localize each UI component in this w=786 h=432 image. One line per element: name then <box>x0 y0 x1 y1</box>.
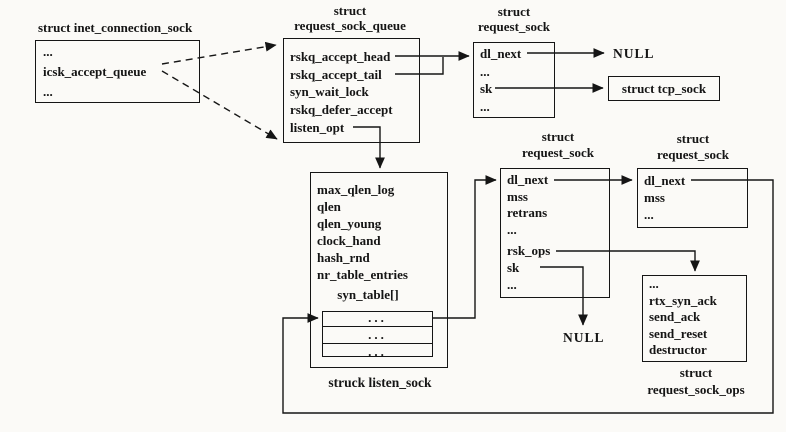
arrow-icsk-to-queue-top <box>161 41 277 65</box>
field-mss: mss <box>507 188 528 204</box>
field-max-qlen-log: max_qlen_log <box>317 182 395 197</box>
arrow-dlnext3-loop-to-syn-table <box>282 179 774 414</box>
title-line: request_sock <box>657 147 729 162</box>
field-rskq-defer-accept: rskq_defer_accept <box>290 102 393 118</box>
null-label-top: NULL <box>613 46 655 61</box>
caption-line: struct <box>679 365 713 380</box>
field-destructor: destructor <box>649 342 707 358</box>
title-line: struct <box>541 129 575 144</box>
request-sock2-box: dl_next mss retrans ... rsk_ops sk ... <box>500 168 610 298</box>
syn-table: ... ... ... <box>322 310 433 360</box>
field-ellipsis: ... <box>507 221 517 237</box>
arrow-listen-opt-to-listen-sock <box>353 126 385 169</box>
field-rsk-ops: rsk_ops <box>507 243 551 259</box>
field-ellipsis: ... <box>649 276 659 291</box>
title-line: request_sock <box>522 145 594 160</box>
field-sk: sk <box>480 81 493 96</box>
field-qlen: qlen <box>317 199 341 214</box>
field-rskq-accept-head: rskq_accept_head <box>290 49 391 64</box>
syn-table-row: ... <box>323 343 432 360</box>
field-dl-next: dl_next <box>507 172 549 187</box>
field-ellipsis: ... <box>43 84 53 99</box>
line-accept-tail-join <box>395 57 444 75</box>
listen-sock-caption: struck listen_sock <box>328 375 432 390</box>
field-dl-next: dl_next <box>480 46 522 61</box>
field-send-reset: send_reset <box>649 325 708 341</box>
request-sock-ops-caption: struct request_sock_ops <box>622 365 770 398</box>
title-line: request_sock <box>478 19 550 34</box>
field-ellipsis: ... <box>43 44 53 59</box>
syn-table-row: ... <box>368 310 387 325</box>
field-clock-hand: clock_hand <box>317 233 381 248</box>
field-ellipsis: ... <box>480 63 490 79</box>
request-sock-queue-title: struct request_sock_queue <box>270 3 430 33</box>
arrow-syn-table-to-request-sock2 <box>433 175 497 319</box>
arrow-rsk-ops-to-request-sock-ops <box>556 250 700 272</box>
syn-table-label: syn_table[] <box>337 287 399 302</box>
title-line: struct <box>333 3 367 18</box>
field-rtx-syn-ack: rtx_syn_ack <box>649 292 717 308</box>
field-listen-opt: listen_opt <box>290 119 345 135</box>
title-line: struct <box>497 4 531 19</box>
field-send-ack: send_ack <box>649 309 701 325</box>
field-icsk-accept-queue: icsk_accept_queue <box>43 64 147 79</box>
tcp-sock-box: struct tcp_sock <box>608 76 720 101</box>
field-rskq-accept-tail: rskq_accept_tail <box>290 66 382 82</box>
field-ellipsis: ... <box>507 276 517 292</box>
arrow-icsk-to-queue-bottom <box>161 70 278 140</box>
request-sock3-title: struct request_sock <box>640 131 746 163</box>
null-label-middle: NULL <box>563 330 605 345</box>
field-ellipsis: ... <box>644 207 654 222</box>
field-hash-rnd: hash_rnd <box>317 250 370 265</box>
title-line: struct <box>676 131 710 146</box>
field-sk: sk <box>507 259 520 275</box>
inet-connection-sock-box: ... icsk_accept_queue ... <box>35 40 200 103</box>
arrow-sk2-to-null <box>540 266 588 326</box>
field-ellipsis: ... <box>480 98 490 114</box>
inet-connection-sock-title: struct inet_connection_sock <box>38 20 193 35</box>
request-sock2-title: struct request_sock <box>505 129 611 161</box>
listen-sock-box: max_qlen_log qlen qlen_young clock_hand … <box>310 172 448 368</box>
request-sock3-box: dl_next mss ... <box>637 168 748 228</box>
request-sock1-title: struct request_sock <box>464 4 564 34</box>
caption-line: request_sock_ops <box>647 381 745 397</box>
request-sock-queue-box: rskq_accept_head rskq_accept_tail syn_wa… <box>283 38 420 143</box>
title-line: request_sock_queue <box>294 18 406 33</box>
field-dl-next: dl_next <box>644 173 686 188</box>
field-syn-wait-lock: syn_wait_lock <box>290 84 369 100</box>
syn-table-row: ... <box>323 326 432 343</box>
request-sock-ops-box: ... rtx_syn_ack send_ack send_reset dest… <box>642 275 747 362</box>
field-qlen-young: qlen_young <box>317 216 382 231</box>
field-mss: mss <box>644 190 665 205</box>
field-nr-table-entries: nr_table_entries <box>317 267 408 282</box>
request-sock1-box: dl_next ... sk ... <box>473 42 555 118</box>
field-retrans: retrans <box>507 205 548 221</box>
